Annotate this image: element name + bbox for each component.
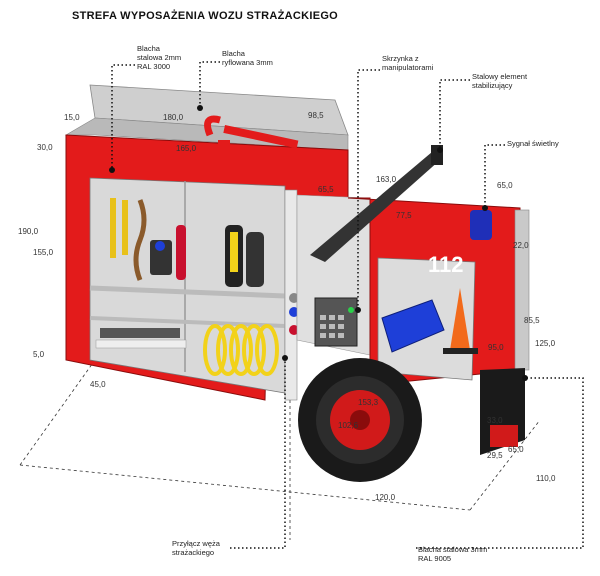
roof-nozzle <box>204 115 299 170</box>
dim-77: 77,5 <box>396 211 412 220</box>
stabilizer-arm <box>310 152 440 262</box>
dim-65b: 65,0 <box>497 181 513 190</box>
unit-number: 112 <box>428 252 464 277</box>
dim-98: 98,5 <box>308 111 324 120</box>
callout-leaders <box>111 61 584 549</box>
dim-33: 33,0 <box>487 416 503 425</box>
dim-65c: 65,0 <box>508 445 524 454</box>
wheel <box>298 358 422 482</box>
dim-190: 190,0 <box>18 227 39 236</box>
light-beacon <box>470 210 492 240</box>
dim-30: 30,0 <box>37 143 53 152</box>
traffic-cone <box>450 288 470 350</box>
blue-case <box>381 299 445 353</box>
dim-163: 163,0 <box>376 175 397 184</box>
manipulator-box <box>314 297 358 347</box>
dimension-labels: 15,0 180,0 98,5 165,0 30,0 190,0 155,0 5… <box>18 111 556 502</box>
page-title: STREFA WYPOSAŻENIA WOZU STRAŻACKIEGO <box>72 10 339 22</box>
dim-15: 15,0 <box>64 113 80 122</box>
dim-110: 110,0 <box>536 474 556 483</box>
equipment-left <box>95 198 264 349</box>
right-side-ribbed <box>514 209 530 371</box>
dim-45: 45,0 <box>90 380 106 389</box>
dim-85: 85,5 <box>524 316 540 325</box>
dim-165: 165,0 <box>176 144 197 153</box>
dim-22: 22,0 <box>513 241 529 250</box>
callout-light-signal: Sygnał świetlny <box>507 139 559 148</box>
dim-65a: 65,5 <box>318 185 334 194</box>
dim-102: 102,6 <box>338 421 359 430</box>
hose-reel <box>203 324 279 376</box>
dim-120: 120,0 <box>375 493 396 502</box>
dim-180: 180,0 <box>163 113 184 122</box>
dim-5: 5,0 <box>33 350 45 359</box>
dim-29: 29,5 <box>487 451 503 460</box>
dim-125: 125,0 <box>535 339 556 348</box>
dim-155: 155,0 <box>33 248 54 257</box>
dim-95: 95,0 <box>488 343 504 352</box>
dim-153: 153,3 <box>358 398 379 407</box>
ground-guides <box>19 359 541 540</box>
